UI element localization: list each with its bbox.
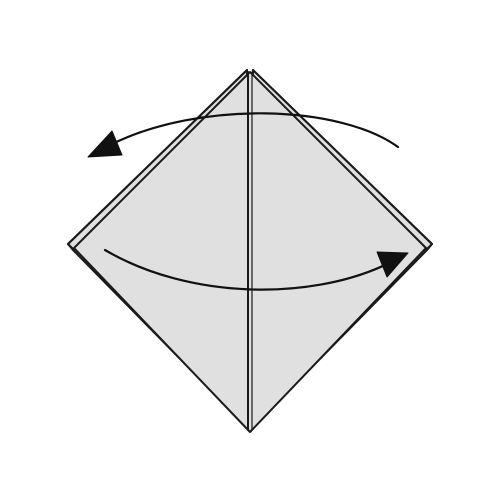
flip-arrow-upper (87, 112, 400, 158)
left-back-edge (67, 69, 248, 245)
right-back-edge (252, 69, 433, 245)
flip-arrow-lower-head (376, 251, 409, 278)
flip-arrow-lower-shaft (103, 248, 387, 291)
front-face (73, 71, 427, 433)
paper-diamond (67, 69, 433, 433)
left-back-edge-bottom (67, 243, 75, 251)
center-crease (247, 71, 253, 431)
flip-arrow-lower (103, 248, 409, 291)
flip-arrow-upper-head (87, 130, 123, 158)
flip-arrow-upper-shaft (108, 112, 400, 149)
right-back-edge-bottom (425, 243, 433, 251)
